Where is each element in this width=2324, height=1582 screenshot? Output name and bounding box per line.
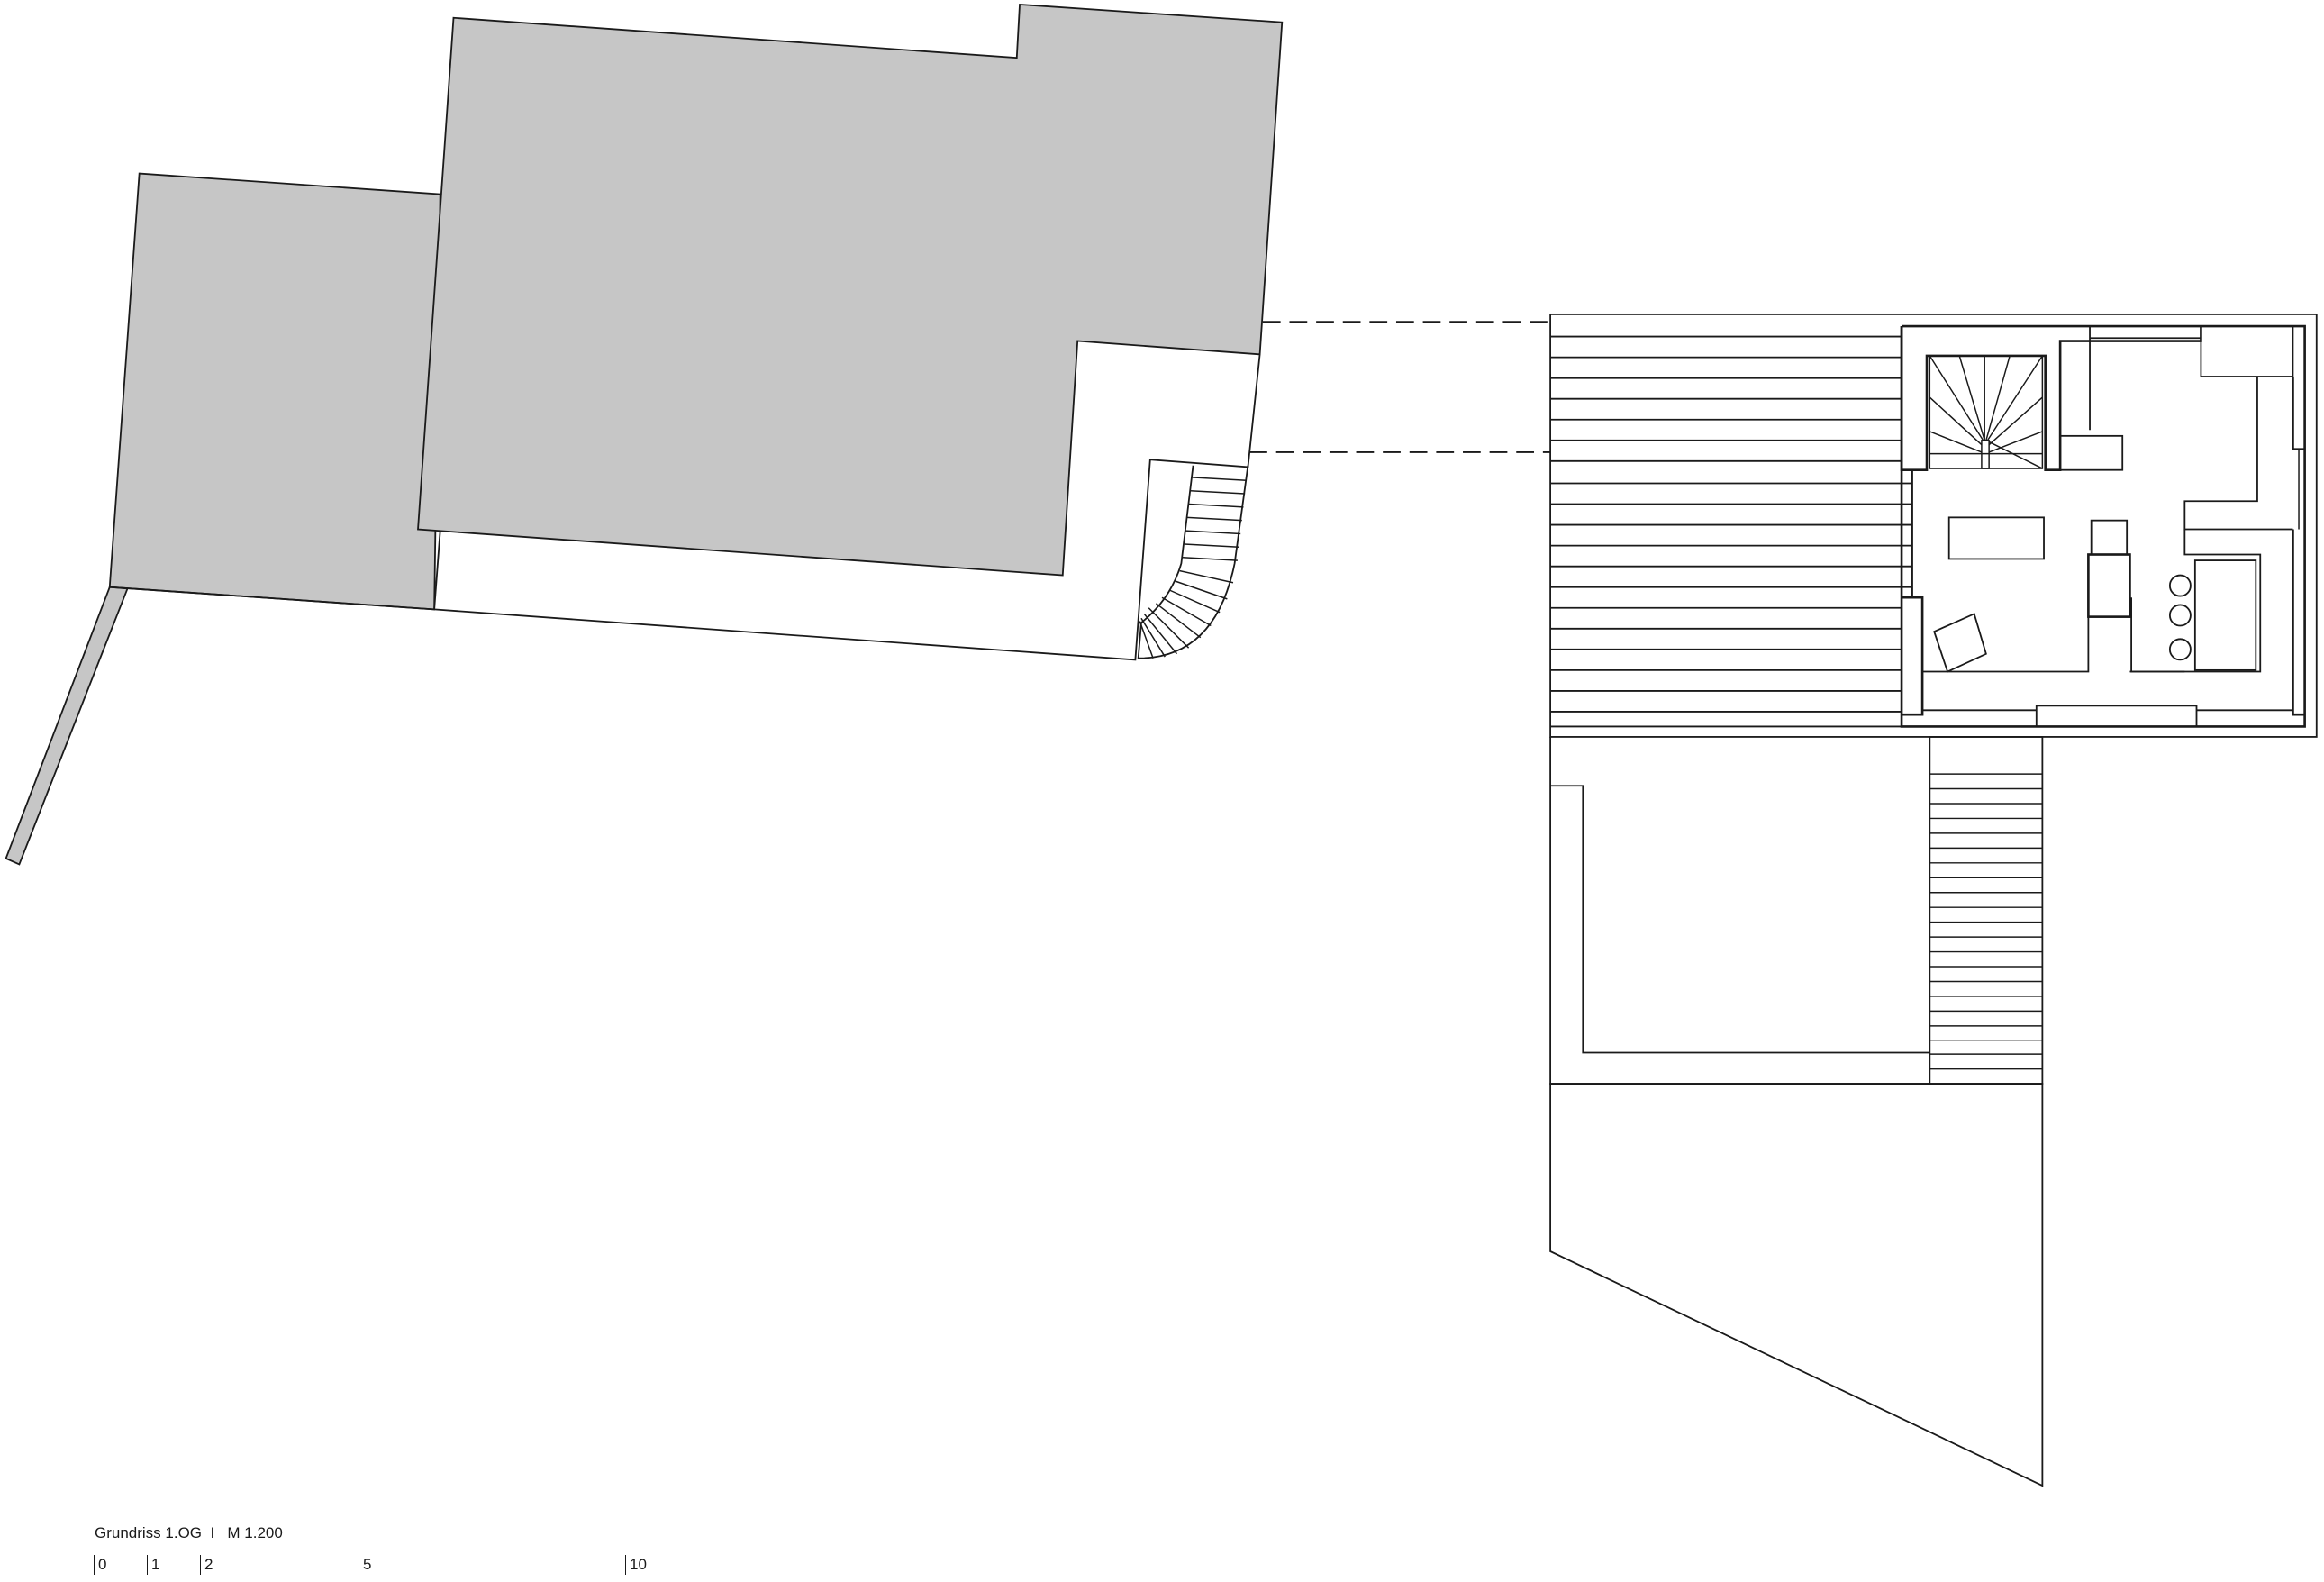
winder-stair — [1929, 355, 2044, 469]
terrace-decking — [1550, 335, 1912, 728]
courtyard — [109, 354, 1261, 661]
scale-tick-2: 2 — [200, 1555, 213, 1575]
scale-tick-10: 10 — [625, 1555, 647, 1575]
scale-tick-5: 5 — [359, 1555, 371, 1575]
scale-tick-1: 1 — [147, 1555, 159, 1575]
armchair — [1933, 613, 1987, 673]
right-plan — [1549, 313, 2318, 1487]
main-neighbor-building — [417, 3, 1284, 577]
kitchen-island — [2193, 559, 2257, 671]
drawing-scale: M 1.200 — [227, 1524, 283, 1541]
dining-table — [1947, 516, 2045, 560]
neighbor-buildings — [5, 3, 1284, 866]
garden-area — [1549, 1083, 2044, 1487]
scale-tick-0: 0 — [94, 1555, 106, 1575]
drawing-title: Grundriss 1.OG — [95, 1524, 203, 1541]
exterior-stair — [1929, 736, 2044, 1085]
scale-bar: 0 1 2 5 10 — [0, 1555, 811, 1577]
drawing-caption: Grundriss 1.OG I M 1.200 — [95, 1524, 283, 1542]
fence-strip — [5, 586, 129, 866]
caption-separator: I — [210, 1524, 215, 1541]
annex-building — [108, 172, 441, 611]
